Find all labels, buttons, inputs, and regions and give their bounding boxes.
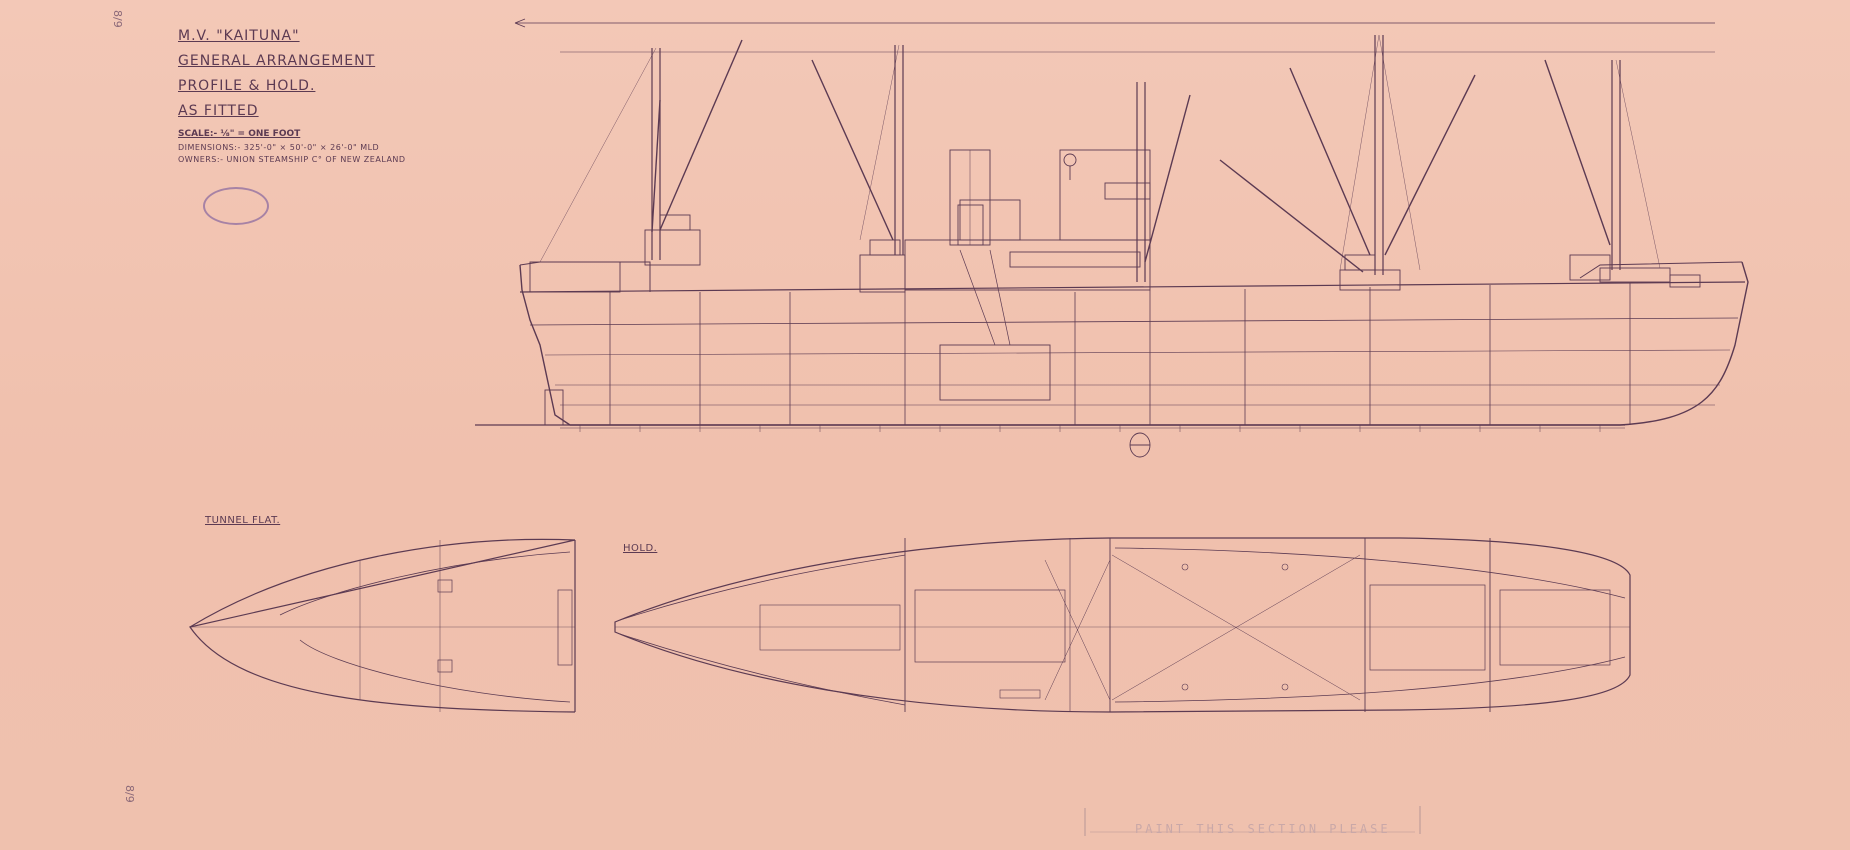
hold-label: HOLD. [623, 543, 658, 554]
paint-section-note: PAINT THIS SECTION PLEASE [1135, 822, 1391, 836]
ink-stamp [203, 187, 269, 225]
drawing-title-profile-hold: PROFILE & HOLD. [178, 78, 316, 94]
tunnel-flat-plan [189, 538, 576, 713]
title-block: M.V. "KAITUNA" GENERAL ARRANGEMENT PROFI… [178, 28, 406, 167]
ship-owners: OWNERS:- UNION STEAMSHIP C° OF NEW ZEALA… [178, 155, 406, 164]
drawing-title-as-fitted: AS FITTED [178, 103, 259, 119]
margin-number-top: 8/9 [111, 10, 124, 28]
tunnel-flat-label: TUNNEL FLAT. [205, 515, 281, 526]
upper-deck-line [519, 281, 1746, 293]
ship-dimensions: DIMENSIONS:- 325'-0" × 50'-0" × 26'-0" M… [178, 143, 380, 152]
vessel-name: M.V. "KAITUNA" [178, 28, 300, 44]
drawing-scale: SCALE:- ⅛" = ONE FOOT [178, 129, 301, 139]
drawing-title-general-arrangement: GENERAL ARRANGEMENT [178, 53, 376, 69]
hull-outline [519, 261, 1749, 426]
margin-number-bottom: 8/9 [123, 785, 136, 803]
ship-profile [475, 18, 1749, 458]
hold-plan [614, 537, 1631, 713]
